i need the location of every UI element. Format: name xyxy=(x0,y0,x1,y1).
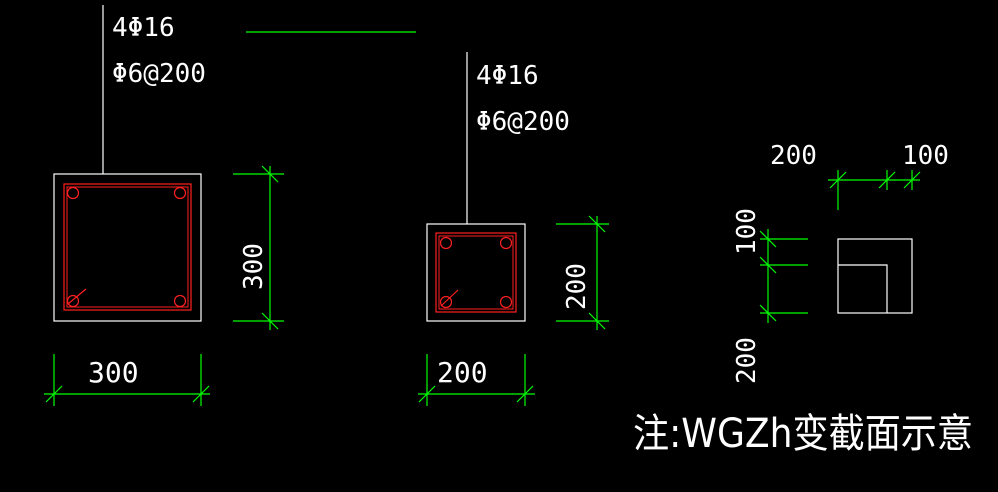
inner-section-outline xyxy=(838,264,888,313)
rebar xyxy=(66,294,80,308)
rebar xyxy=(173,294,187,308)
stirrup-label: Φ6@200 xyxy=(476,107,570,137)
width-dim-label: 300 xyxy=(88,356,139,389)
side-dim-label-top: 100 xyxy=(732,208,762,255)
note-text: 注:WGZh变截面示意 xyxy=(633,411,973,457)
section-300: 4Φ16 Φ6@200 300 300 xyxy=(44,5,284,406)
outer-section-outline xyxy=(837,238,913,314)
rebar xyxy=(173,186,187,200)
main-rebar-label: 4Φ16 xyxy=(476,61,539,91)
stirrup-inner xyxy=(438,235,514,310)
stirrup-hook xyxy=(67,288,87,305)
rebar xyxy=(439,295,453,309)
concrete-outline xyxy=(426,223,526,322)
rebar xyxy=(499,295,513,309)
top-dim-label-right: 100 xyxy=(902,141,949,171)
stirrup-outline xyxy=(63,183,192,311)
height-dim-label: 200 xyxy=(562,263,592,310)
main-rebar-label: 4Φ16 xyxy=(112,13,175,43)
section-200: 4Φ16 Φ6@200 200 200 xyxy=(418,52,609,406)
stirrup-inner xyxy=(66,186,189,308)
side-dim-label-bottom: 200 xyxy=(732,337,762,384)
height-dim-label: 300 xyxy=(239,243,269,290)
rebar xyxy=(499,236,513,250)
rebar xyxy=(66,186,80,200)
transition-detail: 200 100 100 200 xyxy=(732,141,949,384)
stirrup-label: Φ6@200 xyxy=(112,59,206,89)
concrete-outline xyxy=(53,173,202,322)
stirrup-hook xyxy=(440,289,459,307)
rebar xyxy=(439,236,453,250)
width-dim-label: 200 xyxy=(437,356,488,389)
top-dim-label-left: 200 xyxy=(770,141,817,171)
stirrup-outline xyxy=(435,232,517,313)
